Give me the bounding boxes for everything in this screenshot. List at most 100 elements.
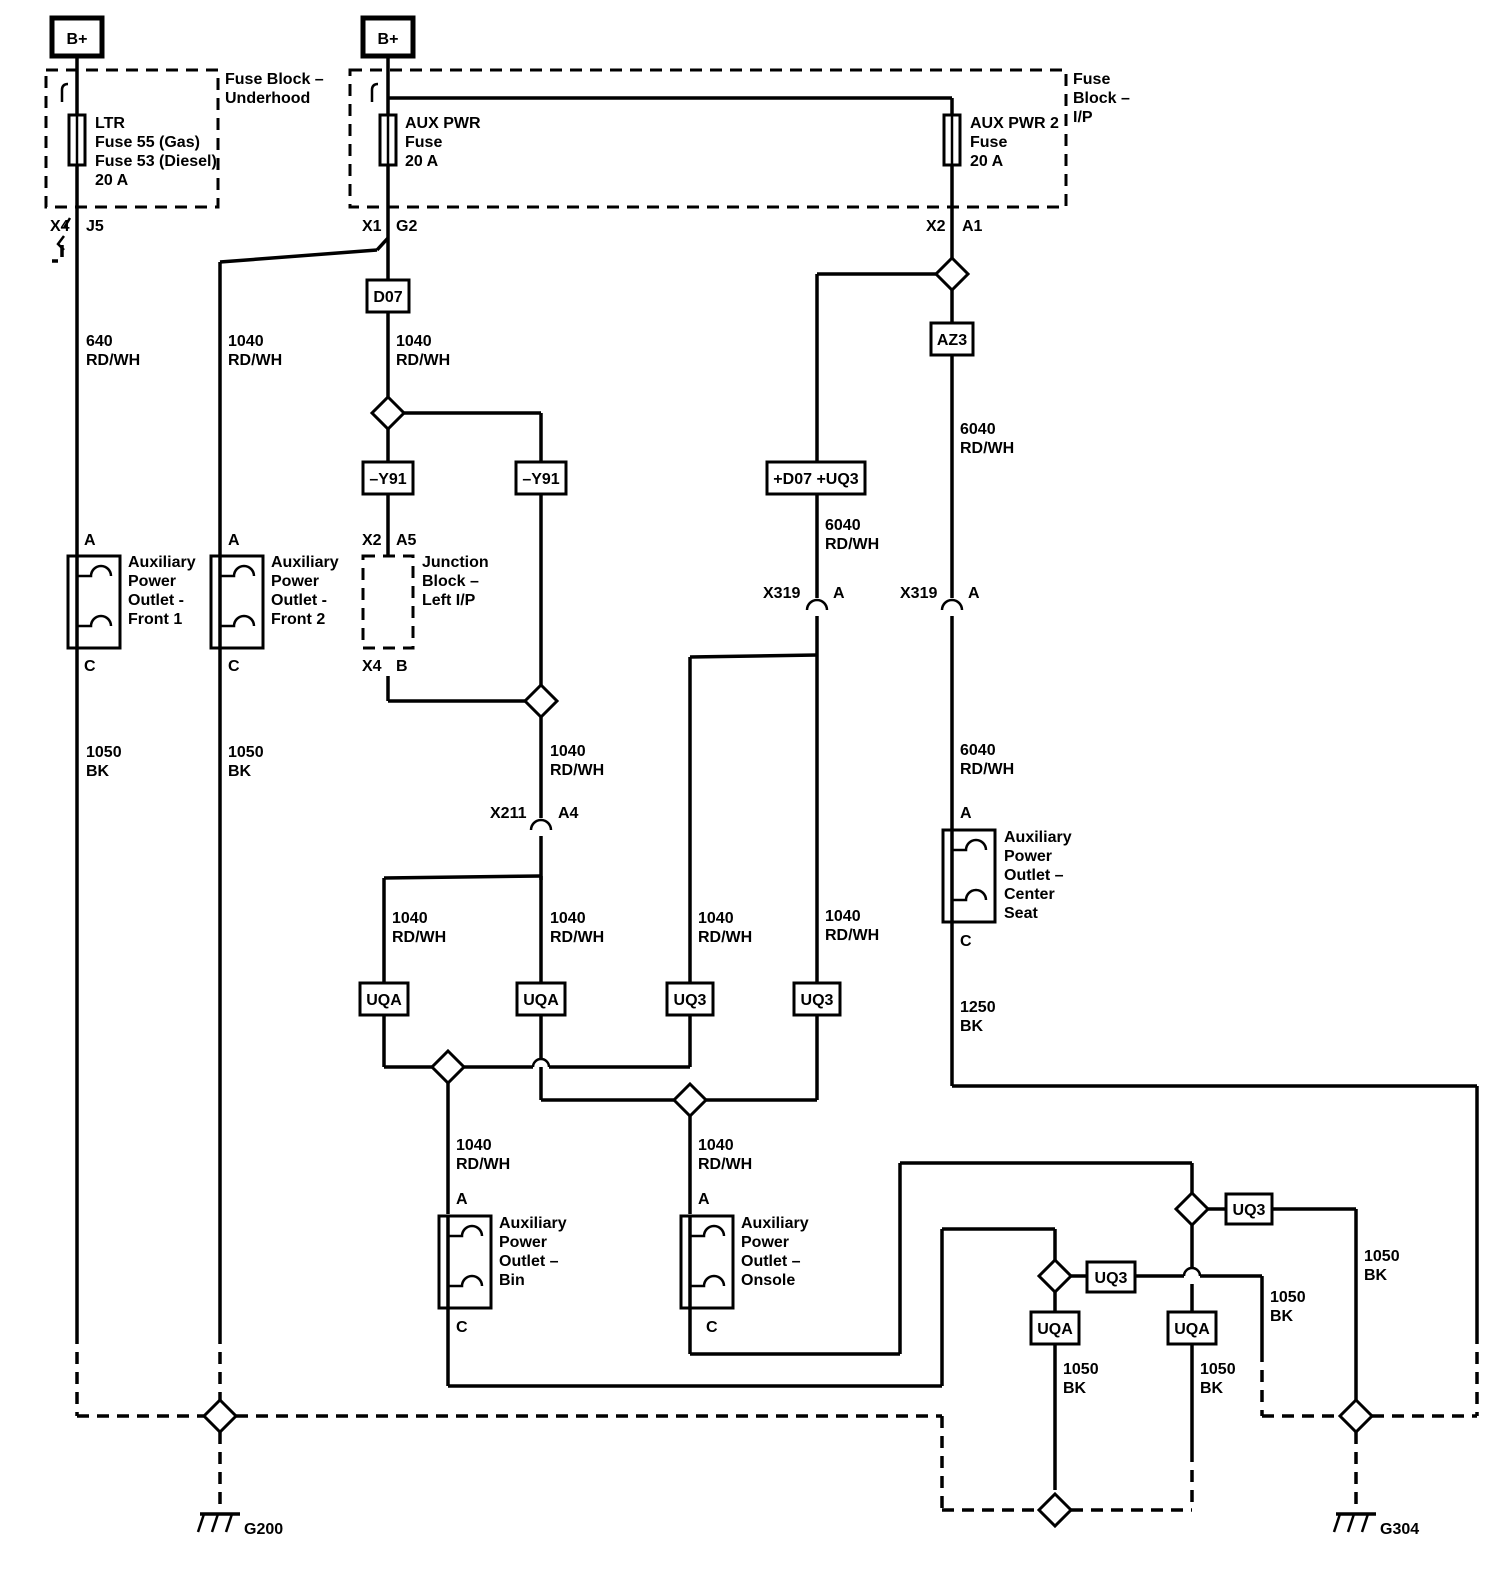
svg-text:BK: BK [960, 1018, 984, 1035]
svg-text:Outlet –: Outlet – [741, 1253, 801, 1270]
svg-text:RD/WH: RD/WH [698, 1156, 752, 1173]
connector-x319-right-label: X319 [900, 585, 937, 602]
wire-label-1040-junction: 1040 RD/WH [550, 743, 604, 779]
ground-bus-g200 [75, 1332, 1039, 1512]
svg-text:BK: BK [228, 763, 252, 780]
svg-text:A: A [456, 1191, 468, 1208]
svg-text:1040: 1040 [228, 333, 264, 350]
svg-text:6040: 6040 [960, 742, 996, 759]
svg-text:UQ3: UQ3 [1233, 1202, 1266, 1219]
svg-text:LTR: LTR [95, 115, 125, 132]
svg-text:Auxiliary: Auxiliary [499, 1215, 567, 1232]
svg-text:Seat: Seat [1004, 905, 1038, 922]
svg-text:640: 640 [86, 333, 113, 350]
svg-text:Front 1: Front 1 [128, 611, 182, 628]
connector-x1-label: X1 [362, 218, 382, 235]
svg-text:20 A: 20 A [970, 153, 1004, 170]
svg-text:C: C [84, 658, 96, 675]
splice-ground-uqa1 [1036, 1257, 1074, 1295]
svg-text:6040: 6040 [825, 517, 861, 534]
junction-block-left-ip-box [361, 554, 415, 650]
fuse-block-ip-box [348, 68, 1068, 209]
svg-text:Outlet -: Outlet - [128, 592, 184, 609]
svg-text:Outlet –: Outlet – [1004, 867, 1064, 884]
svg-text:1040: 1040 [550, 910, 586, 927]
outlet-console: A C Auxiliary Power Outlet – Onsole [679, 1191, 809, 1336]
connector-x211-label: X211 [490, 805, 527, 822]
svg-text:1050: 1050 [1364, 1248, 1400, 1265]
uqa-option-box-ground-2: UQA [1166, 1310, 1218, 1346]
wire-label-640: 640 RD/WH [86, 333, 140, 369]
connector-x319-left-label: X319 [763, 585, 800, 602]
svg-text:RD/WH: RD/WH [698, 929, 752, 946]
svg-text:1040: 1040 [698, 1137, 734, 1154]
svg-text:C: C [456, 1319, 468, 1336]
bplus-left-label: B+ [67, 31, 88, 48]
wire-label-1040-d07: 1040 RD/WH [396, 333, 450, 369]
wire-label-1050-g-uqa2: 1050 BK [1200, 1361, 1236, 1397]
connector-x319-right-pin-label: A [968, 585, 980, 602]
svg-text:RD/WH: RD/WH [228, 352, 282, 369]
svg-text:Junction: Junction [422, 554, 489, 571]
svg-text:Fuse 55 (Gas): Fuse 55 (Gas) [95, 134, 200, 151]
connector-a1-label: A1 [962, 218, 983, 235]
aux-pwr-fuse-label: AUX PWR Fuse 20 A [405, 115, 481, 170]
svg-text:UQ3: UQ3 [674, 992, 707, 1009]
svg-text:AZ3: AZ3 [937, 332, 967, 349]
svg-text:RD/WH: RD/WH [86, 352, 140, 369]
connector-g2-label: G2 [396, 218, 417, 235]
ground-g200-icon [196, 1512, 240, 1533]
splice-bin [429, 1048, 467, 1086]
wire-label-1040-uq3-2: 1040 RD/WH [825, 908, 879, 944]
svg-text:Front 2: Front 2 [271, 611, 325, 628]
wire-label-6040-az3: 6040 RD/WH [960, 421, 1014, 457]
bplus-right-label: B+ [378, 31, 399, 48]
svg-text:Fuse: Fuse [405, 134, 442, 151]
ground-g200-label: G200 [244, 1521, 283, 1538]
svg-text:UQA: UQA [1037, 1321, 1073, 1338]
svg-text:BK: BK [1200, 1380, 1224, 1397]
svg-text:Fuse: Fuse [970, 134, 1007, 151]
uqa-option-box-1: UQA [358, 981, 410, 1017]
svg-text:BK: BK [1364, 1267, 1388, 1284]
svg-text:Left I/P: Left I/P [422, 592, 476, 609]
ltr-fuse-label: LTR Fuse 55 (Gas) Fuse 53 (Diesel) 20 A [95, 115, 217, 189]
splice-aux-pwr2 [933, 255, 971, 293]
connector-j5-label: J5 [86, 218, 104, 235]
outlet-front-1: A C Auxiliary Power Outlet - Front 1 [66, 532, 196, 675]
svg-text:1050: 1050 [86, 744, 122, 761]
svg-text:RD/WH: RD/WH [825, 927, 879, 944]
fuse-block-underhood-label: Fuse Block – Underhood [225, 71, 324, 107]
d07-option-box: D07 [365, 278, 411, 314]
wire-label-1040-uqa1: 1040 RD/WH [392, 910, 446, 946]
svg-text:BK: BK [1063, 1380, 1087, 1397]
svg-text:I/P: I/P [1073, 109, 1093, 126]
connector-x319-left-icon [805, 598, 829, 983]
svg-text:1050: 1050 [1270, 1289, 1306, 1306]
svg-text:1050: 1050 [1200, 1361, 1236, 1378]
splice-ground-uqa2 [1173, 1190, 1211, 1228]
svg-text:Block –: Block – [422, 573, 479, 590]
outlet-center-seat: A C Auxiliary Power Outlet – Center Seat [941, 805, 1072, 950]
y91-left-option-box: –Y91 [361, 460, 415, 496]
y91-right-option-box: –Y91 [514, 460, 568, 496]
outlet-bin: A C Auxiliary Power Outlet – Bin [437, 1191, 567, 1336]
svg-text:–Y91: –Y91 [369, 471, 406, 488]
svg-text:Onsole: Onsole [741, 1272, 795, 1289]
svg-text:1040: 1040 [456, 1137, 492, 1154]
wire-label-1040-bin: 1040 RD/WH [456, 1137, 510, 1173]
svg-text:Fuse 53 (Diesel): Fuse 53 (Diesel) [95, 153, 217, 170]
ground-g304-label: G304 [1380, 1521, 1419, 1538]
bplus-source-right: B+ [360, 15, 416, 59]
az3-option-box: AZ3 [929, 321, 975, 357]
svg-text:1040: 1040 [396, 333, 432, 350]
svg-text:BK: BK [86, 763, 110, 780]
aux-pwr-fuse-circuit [218, 56, 962, 1332]
svg-text:RD/WH: RD/WH [456, 1156, 510, 1173]
jb-a5-label: A5 [396, 532, 417, 549]
uqa-option-box-2: UQA [515, 981, 567, 1017]
svg-text:Power: Power [271, 573, 319, 590]
svg-text:1050: 1050 [228, 744, 264, 761]
svg-text:Auxiliary: Auxiliary [128, 554, 196, 571]
